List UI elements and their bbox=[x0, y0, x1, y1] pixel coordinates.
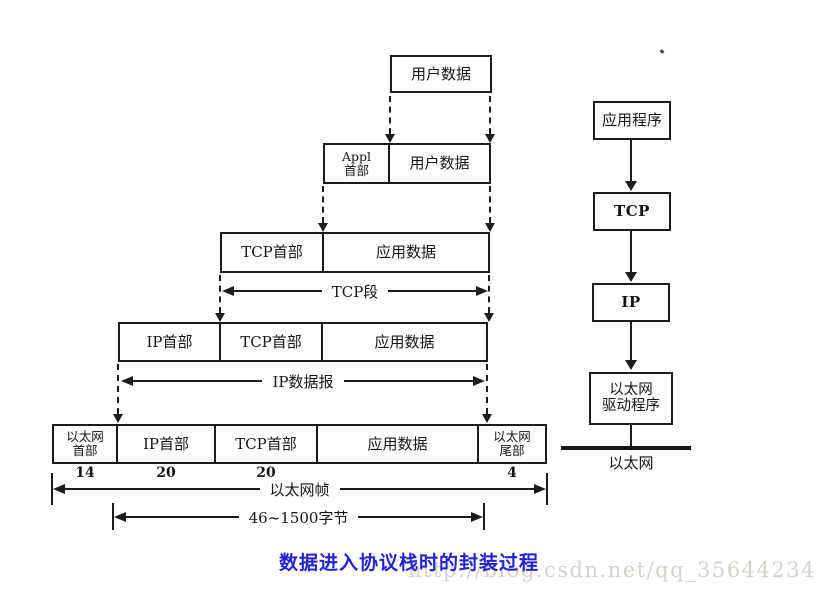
stack-arrow bbox=[625, 322, 637, 370]
row5-ip-header-box: IP首部 bbox=[116, 424, 216, 464]
stack-tcp-box: TCP bbox=[593, 192, 671, 231]
arrowhead-right-icon bbox=[534, 484, 547, 494]
arrowhead-down-icon bbox=[113, 414, 123, 423]
watermark-text: http://blog.csdn.net/qq_35644234 bbox=[408, 558, 816, 582]
eth-trailer-line2: 尾部 bbox=[499, 443, 525, 458]
measure-end-bar bbox=[483, 503, 485, 530]
row2-user-data-box: 用户数据 bbox=[388, 143, 491, 184]
arrowhead-down-icon bbox=[484, 313, 494, 322]
arrowhead-down-icon bbox=[215, 313, 225, 322]
ip-datagram-label: IP数据报 bbox=[272, 372, 334, 391]
ethernet-bus-line bbox=[561, 446, 691, 450]
arrowhead-down-icon bbox=[625, 181, 637, 191]
arrowhead-down-icon bbox=[385, 134, 395, 143]
eth-trailer-line1: 以太网 bbox=[493, 429, 531, 445]
dashed-arrow-down-icon bbox=[318, 186, 328, 232]
arrowhead-right-icon bbox=[473, 376, 485, 386]
payload-range-label: 46~1500字节 bbox=[248, 508, 349, 527]
row5-tcp-header-box: TCP首部 bbox=[214, 424, 318, 464]
dashed-arrow-down-icon bbox=[113, 364, 123, 423]
arrowhead-down-icon bbox=[482, 414, 492, 423]
row2-appl-header-box: Appl 首部 bbox=[323, 143, 390, 184]
dashed-arrow-down-icon bbox=[482, 364, 492, 423]
stack-application-box: 应用程序 bbox=[593, 101, 671, 140]
ethernet-driver-line2: 驱动程序 bbox=[602, 397, 660, 414]
arrowhead-right-icon bbox=[471, 512, 483, 522]
ethernet-frame-measure: 以太网帧 bbox=[53, 479, 547, 499]
ip-header-size: 20 bbox=[156, 465, 176, 481]
dashed-arrow-down-icon bbox=[215, 275, 225, 322]
payload-range-measure: 46~1500字节 bbox=[114, 507, 483, 527]
tcp-segment-label: TCP段 bbox=[331, 282, 379, 301]
stack-drop-line bbox=[630, 425, 632, 447]
arrowhead-down-icon bbox=[318, 223, 328, 232]
measure-line bbox=[388, 290, 477, 292]
row4-ip-header-box: IP首部 bbox=[118, 322, 221, 362]
ethernet-frame-label: 以太网帧 bbox=[269, 480, 330, 499]
stack-ethernet-driver-box: 以太网 驱动程序 bbox=[589, 372, 673, 425]
stack-arrow bbox=[625, 140, 637, 191]
arrowhead-down-icon bbox=[485, 134, 495, 143]
eth-header-line2: 首部 bbox=[72, 443, 98, 458]
arrowhead-left-icon bbox=[114, 512, 126, 522]
measure-line bbox=[339, 488, 535, 490]
arrowhead-left-icon bbox=[121, 376, 133, 386]
arrowhead-left-icon bbox=[53, 484, 65, 494]
measure-line bbox=[343, 380, 473, 382]
arrowhead-down-icon bbox=[625, 360, 637, 370]
measure-end-bar bbox=[112, 503, 114, 530]
stack-arrow bbox=[625, 231, 637, 282]
tcp-segment-measure: TCP段 bbox=[222, 281, 489, 301]
tcp-header-size: 20 bbox=[256, 465, 276, 481]
row5-eth-header-box: 以太网 首部 bbox=[52, 424, 118, 464]
ip-datagram-measure: IP数据报 bbox=[121, 371, 485, 391]
measure-end-bar bbox=[546, 473, 548, 505]
dashed-arrow-down-icon bbox=[385, 96, 395, 143]
arrowhead-down-icon bbox=[485, 223, 495, 232]
arrowhead-right-icon bbox=[476, 286, 489, 296]
measure-line bbox=[133, 380, 263, 382]
measure-line bbox=[234, 290, 322, 292]
dashed-arrow-down-icon bbox=[484, 275, 494, 322]
row1-user-data-box: 用户数据 bbox=[390, 55, 492, 93]
dashed-arrow-down-icon bbox=[485, 96, 495, 143]
measure-line bbox=[65, 488, 260, 490]
row4-app-data-box: 应用数据 bbox=[321, 322, 488, 362]
ethernet-bus-label: 以太网 bbox=[608, 454, 654, 472]
dashed-arrow-down-icon bbox=[485, 186, 495, 232]
row3-tcp-header-box: TCP首部 bbox=[220, 232, 324, 273]
eth-header-size: 14 bbox=[75, 465, 95, 481]
eth-header-line1: 以太网 bbox=[66, 429, 104, 445]
diagram-caption: 数据进入协议栈时的封装过程 bbox=[279, 552, 540, 574]
measure-line bbox=[126, 516, 239, 518]
row5-eth-trailer-box: 以太网 尾部 bbox=[477, 424, 547, 464]
appl-header-line2: 首部 bbox=[343, 162, 369, 178]
row4-tcp-header-box: TCP首部 bbox=[219, 322, 323, 362]
measure-end-bar bbox=[51, 473, 53, 505]
measure-line bbox=[358, 516, 471, 518]
row5-app-data-box: 应用数据 bbox=[316, 424, 479, 464]
stray-mark bbox=[659, 49, 665, 54]
eth-trailer-size: 4 bbox=[507, 465, 517, 481]
ethernet-driver-line1: 以太网 bbox=[609, 381, 653, 398]
row3-app-data-box: 应用数据 bbox=[322, 232, 490, 273]
appl-header-line1: Appl bbox=[341, 148, 372, 164]
stack-ip-box: IP bbox=[592, 283, 670, 322]
arrowhead-left-icon bbox=[222, 286, 234, 296]
arrowhead-down-icon bbox=[625, 272, 637, 282]
